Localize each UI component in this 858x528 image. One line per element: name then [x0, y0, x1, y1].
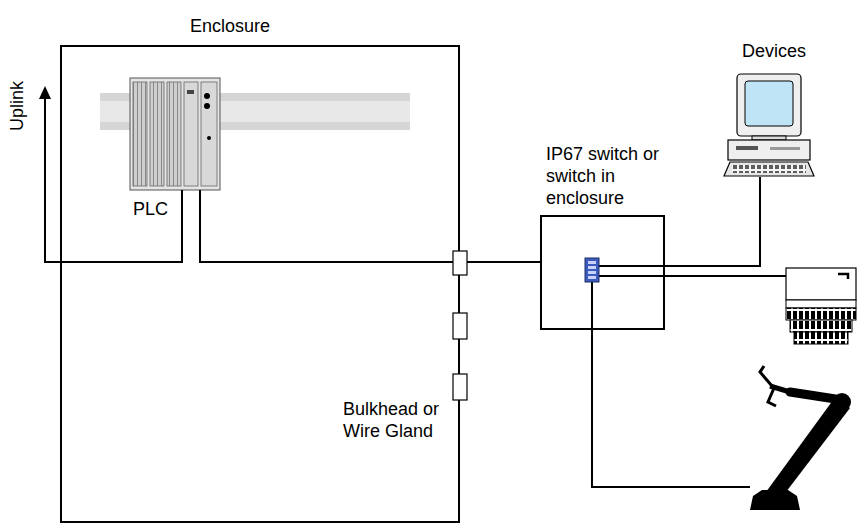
terminal-device: [786, 308, 856, 320]
switch-icon: [585, 258, 599, 282]
node-heading: Enclosure: [190, 15, 270, 37]
terminal-device: [786, 268, 856, 300]
terminal-device: [790, 320, 852, 332]
terminal-device: [838, 274, 848, 279]
plc-illustration: [130, 78, 220, 190]
robot-arm: [760, 366, 772, 386]
switch-icon: [588, 271, 596, 274]
terminal-device: [786, 268, 856, 344]
bulkhead: [453, 374, 467, 400]
enclosure-box: EnclosurePLC: [60, 45, 460, 523]
bulkhead: [453, 251, 467, 400]
computer-icon: [736, 146, 758, 150]
computer-icon: [732, 165, 806, 173]
switch-box: IP67 switch or switch in enclosure: [540, 215, 665, 330]
plc-unit: PLC: [130, 78, 220, 190]
device-wires: [599, 275, 786, 277]
robot-arm: [790, 392, 842, 400]
plc-illustration: [133, 82, 147, 186]
robot-arm: [766, 396, 850, 492]
switch-icon: [588, 276, 596, 279]
computer-icon: [745, 81, 793, 126]
plc-illustration: [187, 90, 194, 94]
plc-illustration: [201, 82, 217, 186]
computer-icon: [737, 74, 801, 136]
switch-icon: [588, 266, 596, 269]
switch-icon: [585, 258, 599, 282]
bulkhead: [453, 313, 467, 339]
terminal-device: [786, 300, 856, 308]
device-wires: [592, 177, 786, 487]
plc-illustration: [184, 82, 198, 186]
callout-label: Bulkhead or Wire Gland: [343, 398, 455, 442]
node-heading: PLC: [133, 198, 168, 220]
switch-icon: [588, 261, 596, 264]
robot-arm: [768, 388, 776, 406]
computer-icon: [752, 136, 786, 140]
plc-illustration: [204, 103, 210, 109]
computer-icon: [724, 162, 814, 176]
group-label: Devices: [742, 40, 806, 62]
device-wires: [592, 282, 750, 487]
terminal-device: [794, 332, 848, 344]
bulkhead: [453, 251, 467, 275]
computer-icon: [770, 147, 800, 150]
plc-illustration: [204, 93, 210, 99]
computer-icon: [724, 74, 814, 176]
node-heading: IP67 switch or switch in enclosure: [546, 143, 678, 209]
robot-arm: [750, 366, 851, 510]
plc-illustration: [150, 82, 164, 186]
plc-illustration: [207, 136, 211, 140]
network-cable: [200, 190, 540, 262]
plc-illustration: [167, 82, 181, 186]
uplink-label: Uplink: [6, 81, 28, 131]
uplink-wire: [39, 86, 51, 99]
robot-arm: [750, 490, 800, 510]
computer-icon: [728, 140, 810, 160]
plc-illustration: [130, 78, 220, 190]
uplink-wire: [45, 97, 182, 262]
